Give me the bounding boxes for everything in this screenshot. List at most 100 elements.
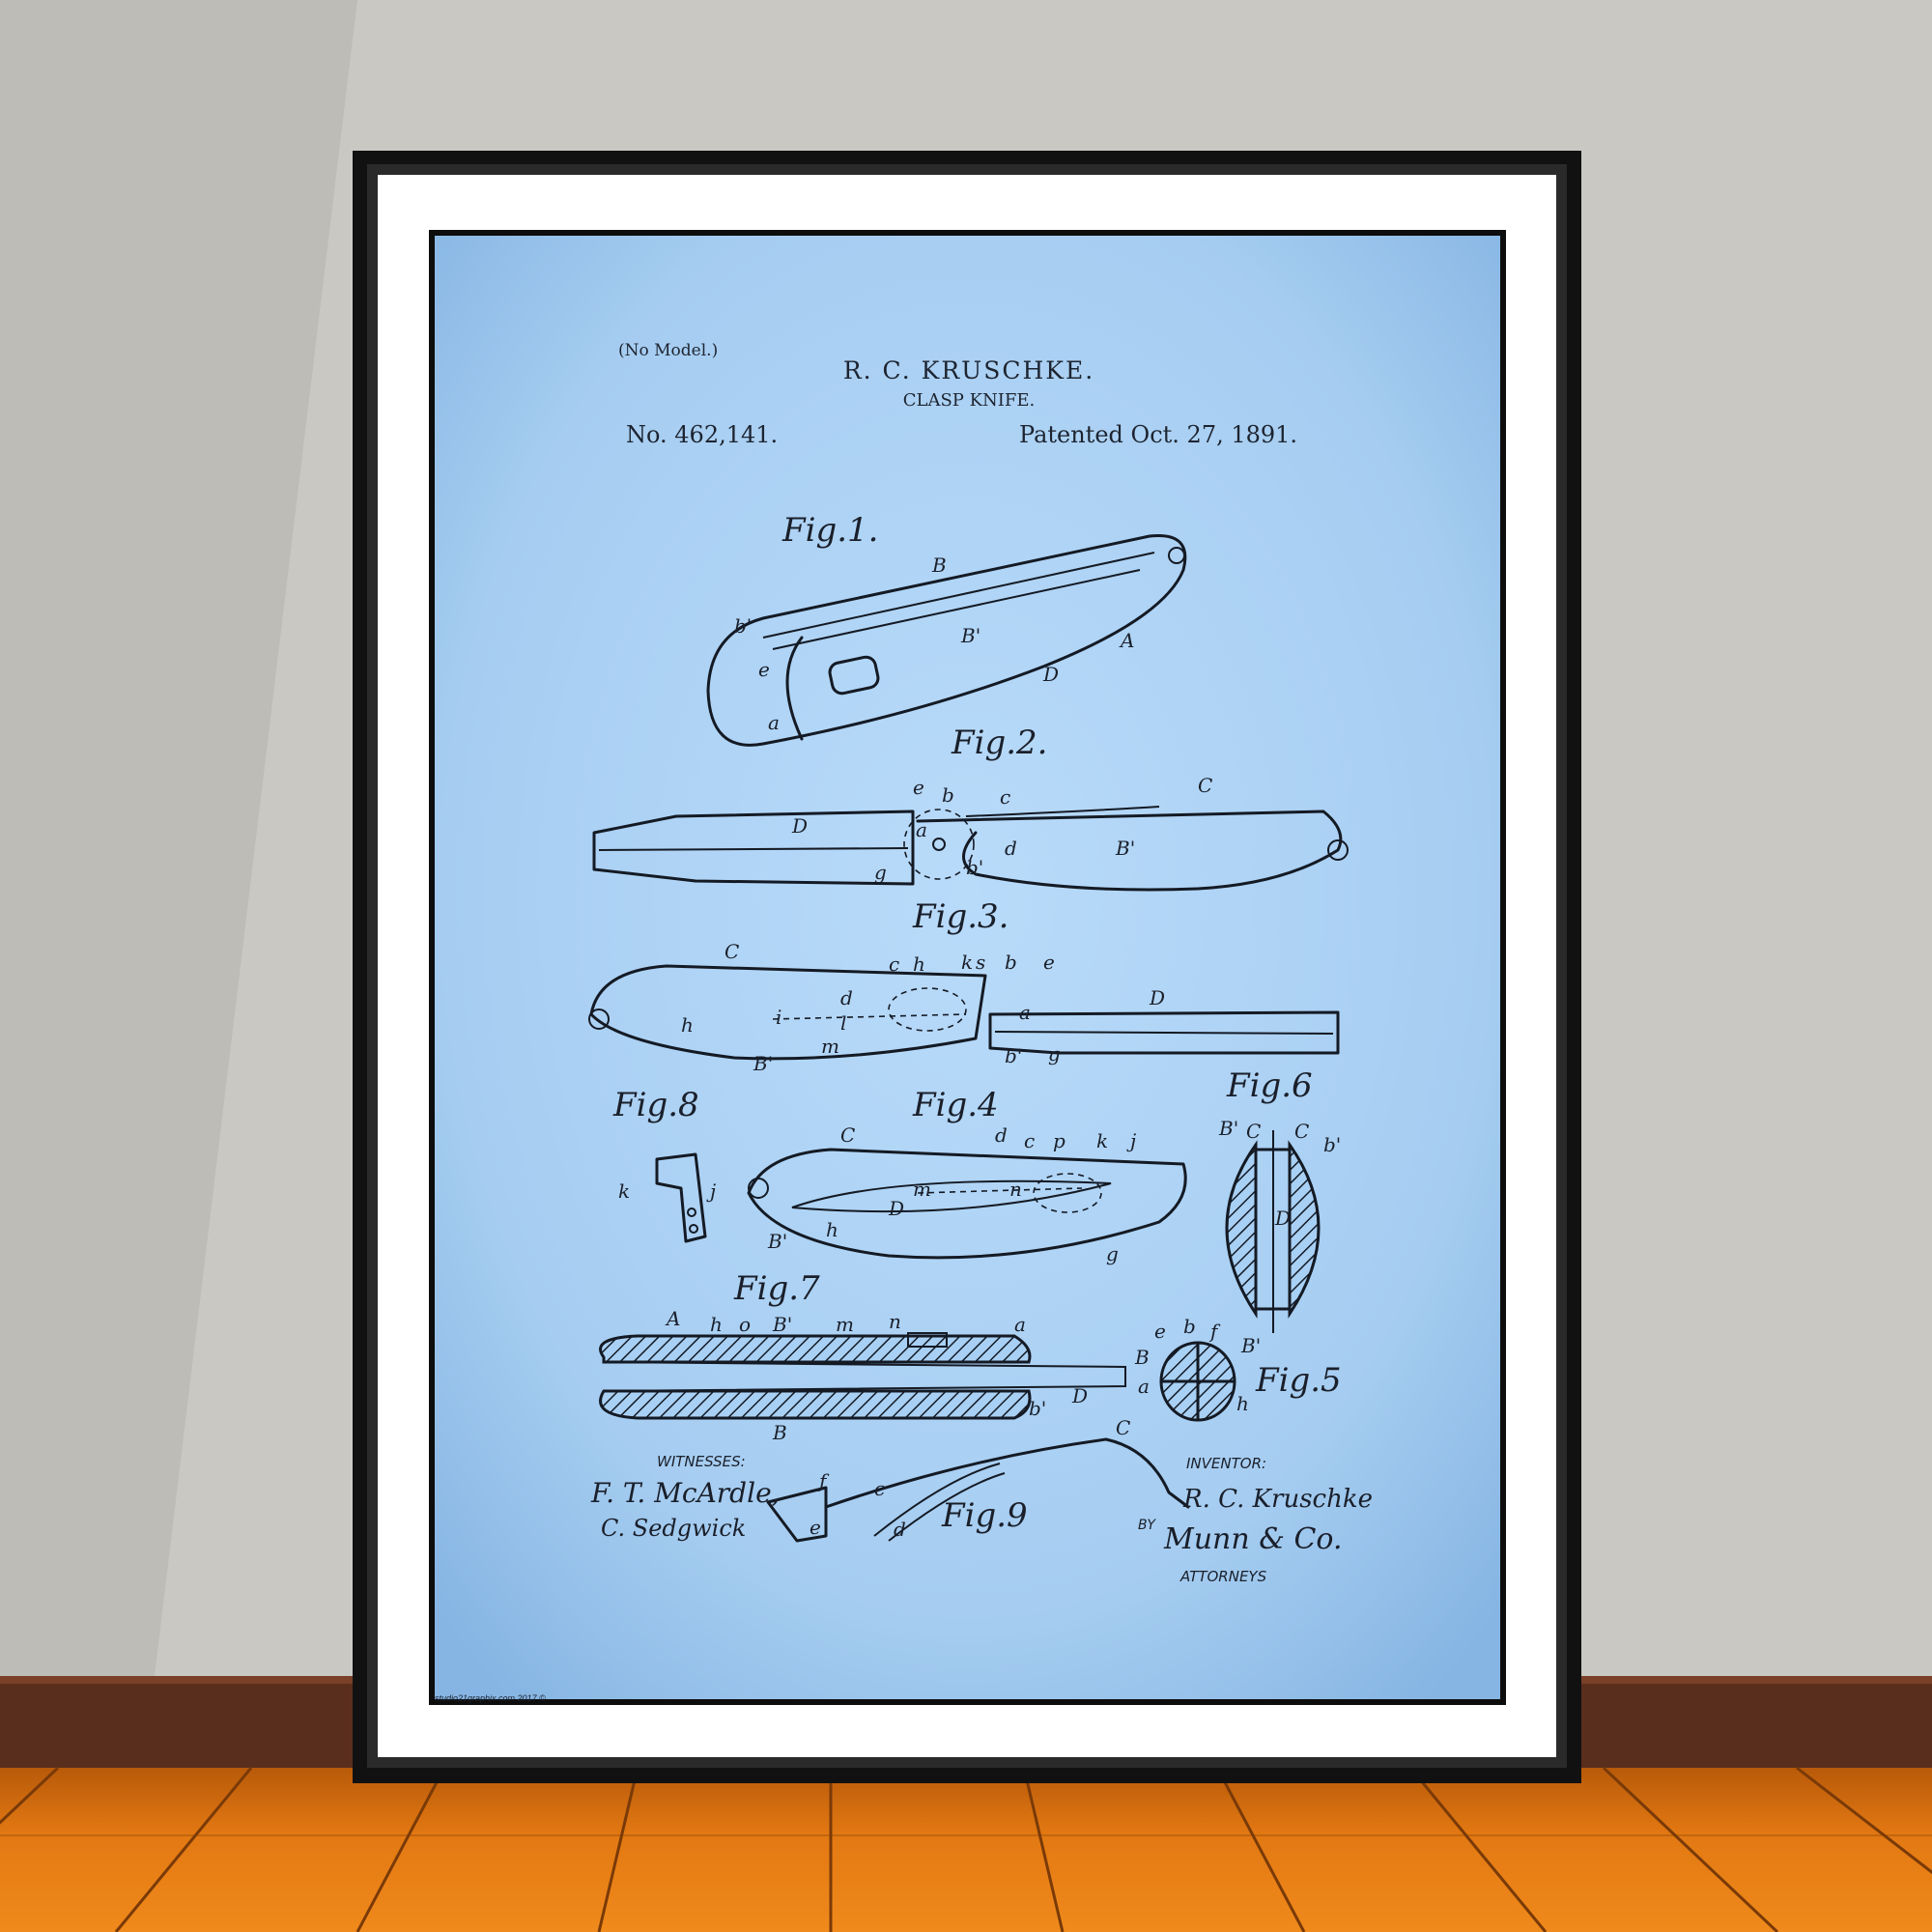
reference-letter: o [739, 1313, 751, 1336]
reference-letter: B [931, 554, 947, 577]
reference-letter: c [1024, 1129, 1035, 1152]
reference-letter: c [874, 1477, 885, 1500]
reference-letter: h [913, 952, 925, 976]
figure-2-knife-open [592, 806, 1349, 892]
reference-letter: d [1005, 837, 1017, 860]
reference-letter: c [889, 952, 899, 976]
reference-letter: b [1005, 951, 1017, 974]
reference-letter: m [821, 1035, 839, 1058]
reference-letter: k [1096, 1129, 1108, 1152]
figure-7-longitudinal-section [599, 1332, 1126, 1420]
reference-letter: C [724, 940, 739, 963]
inventor-signature: R. C. Kruschke [1182, 1485, 1373, 1514]
reference-letter: D [888, 1197, 904, 1220]
witnesses-label: WITNESSES: [657, 1453, 746, 1470]
reference-letter: C [840, 1123, 855, 1147]
reference-letter: b' [1029, 1397, 1046, 1420]
reference-letter: b' [734, 614, 752, 638]
reference-letter: D [1071, 1384, 1088, 1407]
reference-letter: n [889, 1310, 901, 1333]
reference-letter: D [1042, 663, 1059, 686]
reference-letter: B' [772, 1313, 792, 1336]
reference-letter: B [1134, 1346, 1150, 1369]
reference-letter: b [1183, 1315, 1196, 1338]
patent-title: CLASP KNIFE. [903, 390, 1036, 411]
reference-letter: e [758, 658, 770, 681]
figure-5-cross-section [1159, 1341, 1236, 1422]
credit-text: studio21graphix.com 2017 © [435, 1693, 546, 1703]
reference-letter: j [706, 1179, 716, 1203]
reference-letter: a [1014, 1313, 1026, 1336]
patent-date: Patented Oct. 27, 1891. [1019, 421, 1297, 448]
reference-letter: i [776, 1006, 781, 1029]
reference-letter: e [1154, 1320, 1166, 1343]
reference-letter: B' [960, 624, 980, 647]
reference-letter: c [1000, 785, 1010, 809]
floor-plank-lines [0, 1766, 1932, 1932]
reference-letter: k [961, 951, 973, 974]
reference-letter: d [995, 1123, 1008, 1147]
reference-letter: b [942, 783, 954, 807]
inventor-label: INVENTOR: [1186, 1455, 1266, 1472]
reference-letter: B' [1240, 1334, 1261, 1357]
figure-label: Fig.8 [612, 1086, 699, 1124]
no-model-label: (No Model.) [618, 341, 718, 360]
reference-letter: e [913, 776, 924, 799]
attorneys-signature: Munn & Co. [1163, 1522, 1342, 1556]
reference-letter: b' [1005, 1044, 1022, 1067]
reference-letter: a [1138, 1375, 1150, 1398]
reference-letter: g [874, 861, 887, 884]
reference-letter: A [665, 1307, 680, 1330]
reference-letter: B [772, 1421, 787, 1444]
figure-3-knife-section [588, 964, 1340, 1061]
figure-label: Fig.6 [1226, 1066, 1313, 1105]
reference-letter: b' [1323, 1133, 1341, 1156]
reference-letter: C [1294, 1120, 1309, 1143]
reference-letter: d [840, 986, 853, 1009]
reference-letter: e [810, 1516, 821, 1539]
reference-letter: k [618, 1179, 630, 1203]
reference-letter: D [791, 814, 808, 838]
reference-letter: s [976, 951, 985, 974]
figure-label: Fig.2. [951, 724, 1047, 762]
figure-8-part [655, 1152, 707, 1243]
reference-letter: B' [767, 1230, 787, 1253]
reference-letter: d [894, 1518, 906, 1541]
patent-paper [435, 236, 1500, 1699]
reference-letter: g [1106, 1242, 1119, 1265]
attorneys-label: ATTORNEYS [1179, 1568, 1267, 1585]
reference-letter: C [1246, 1120, 1261, 1143]
figure-label: Fig.4 [912, 1086, 999, 1124]
inventor-name: R. C. KRUSCHKE. [843, 356, 1094, 384]
reference-letter: C [1116, 1416, 1130, 1439]
reference-letter: A [1119, 629, 1134, 652]
figure-labels: Fig.1. Fig.2. Fig.3. Fig.8 Fig.4 Fig.6 F… [612, 511, 1342, 1535]
reference-letter: g [1048, 1042, 1061, 1065]
wall-shadow [0, 0, 357, 1676]
witness-2-signature: C. Sedgwick [601, 1515, 746, 1542]
by-label: BY [1138, 1518, 1156, 1533]
reference-letter: D [1149, 986, 1165, 1009]
reference-letter: B' [1115, 837, 1135, 860]
wooden-floor [0, 1768, 1932, 1932]
figure-label: Fig.7 [733, 1269, 820, 1308]
reference-letters: B b' B' A e D a C c e b D a d B' g b' C … [618, 554, 1341, 1541]
figure-1-knife-closed [706, 533, 1187, 747]
reference-letter: D [1274, 1207, 1291, 1230]
reference-letter: h [826, 1218, 838, 1241]
reference-letter: h [1236, 1392, 1249, 1415]
reference-letter: h [681, 1013, 694, 1037]
reference-letter: b' [966, 856, 983, 879]
reference-letter: m [913, 1178, 931, 1201]
figure-4-knife-section [747, 1148, 1187, 1260]
reference-letter: j [1126, 1129, 1136, 1152]
figure-label: Fig.3. [912, 897, 1009, 936]
figure-label: Fig.9 [941, 1496, 1028, 1535]
reference-letter: h [710, 1313, 723, 1336]
reference-letter: e [1043, 951, 1055, 974]
patent-number: No. 462,141. [626, 421, 778, 448]
reference-letter: l [840, 1011, 846, 1035]
figure-9-spring [766, 1437, 1190, 1543]
reference-letter: a [1019, 1001, 1031, 1024]
